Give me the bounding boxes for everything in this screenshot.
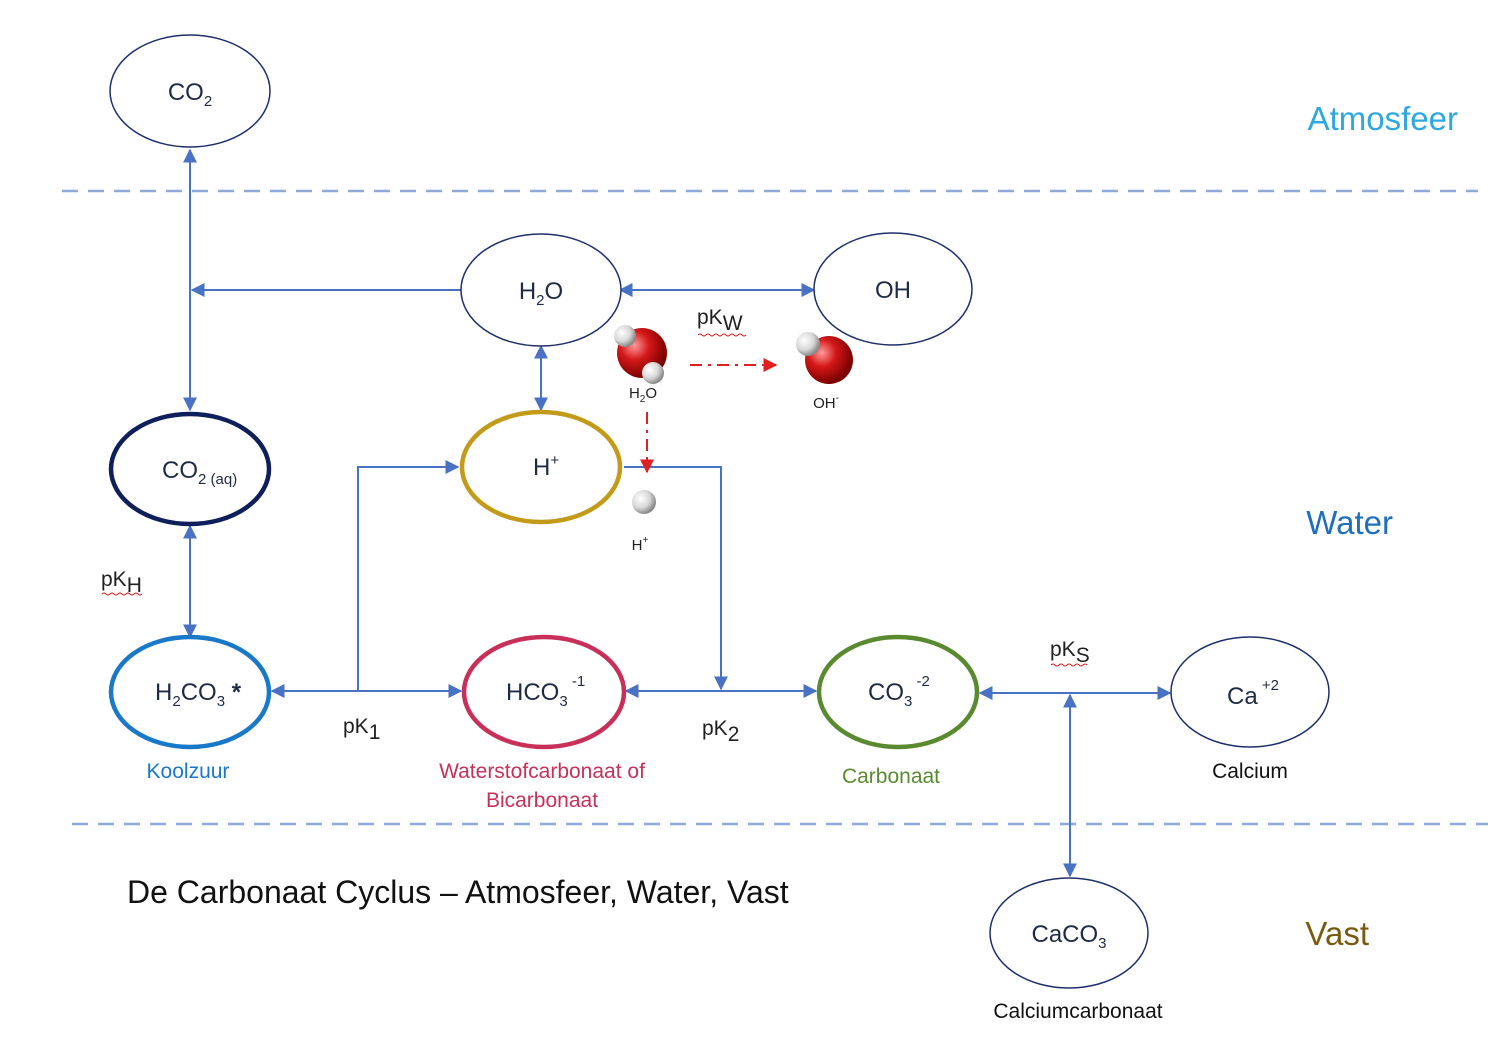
node-oh-label: OH xyxy=(875,277,911,304)
water-molecule-icon xyxy=(614,325,667,384)
zone-label-water: Water xyxy=(1306,504,1393,541)
node-caco3-label: CaCO3 xyxy=(1031,921,1106,952)
molecule-label-proton: H+ xyxy=(632,535,649,554)
caption-koolzuur: Koolzuur xyxy=(147,760,230,783)
caption-calciumcarbonaat: Calciumcarbonaat xyxy=(993,1000,1162,1023)
constant-ks: pKS xyxy=(1050,638,1090,667)
node-ca-label: Ca +2 xyxy=(1227,677,1279,710)
node-caco3 xyxy=(989,877,1149,989)
molecule-label-hydroxide: OH- xyxy=(813,393,839,412)
node-hco3 xyxy=(461,634,627,750)
node-co2-gas xyxy=(109,34,271,148)
zone-label-solid: Vast xyxy=(1305,915,1369,952)
caption-calcium: Calcium xyxy=(1212,760,1288,783)
caption-waterstofcarbonaat: Waterstofcarbonaat of xyxy=(439,760,645,783)
zone-label-atmosphere: Atmosfeer xyxy=(1308,100,1458,137)
node-h2o-label: H2O xyxy=(519,278,563,309)
arrow-hplus-to-k2 xyxy=(624,466,728,691)
node-co2-aq-label: CO2 (aq) xyxy=(162,457,237,488)
node-hco3-label: HCO3 -1 xyxy=(506,673,585,710)
node-co3 xyxy=(816,634,980,750)
caption-carbonaat: Carbonaat xyxy=(842,765,940,788)
node-h-plus-label: H+ xyxy=(533,452,559,481)
hydroxide-molecule-icon xyxy=(796,332,853,384)
caption-bicarbonaat: Bicarbonaat xyxy=(486,789,598,812)
node-oh xyxy=(813,232,973,346)
node-co3-label: CO3 -2 xyxy=(868,673,930,710)
node-co2-aq xyxy=(108,411,272,527)
node-h2co3 xyxy=(108,634,272,750)
page-title: De Carbonaat Cyclus – Atmosfeer, Water, … xyxy=(127,874,789,910)
arrows xyxy=(183,148,1172,878)
node-h-plus xyxy=(459,409,623,525)
node-ca xyxy=(1170,636,1330,748)
constant-kh: pKH xyxy=(101,568,142,597)
constant-kw: pKW xyxy=(697,306,743,335)
molecule-label-water: H2O xyxy=(629,385,657,405)
proton-icon xyxy=(632,490,656,514)
constant-k1: pK1 xyxy=(343,715,380,744)
constant-k2: pK2 xyxy=(702,717,739,746)
node-h2co3-label: H2CO3 * xyxy=(155,679,242,710)
node-h2o xyxy=(460,233,622,347)
arrow-k1-to-hplus xyxy=(357,460,460,691)
node-co2-gas-label: CO2 xyxy=(168,79,212,110)
